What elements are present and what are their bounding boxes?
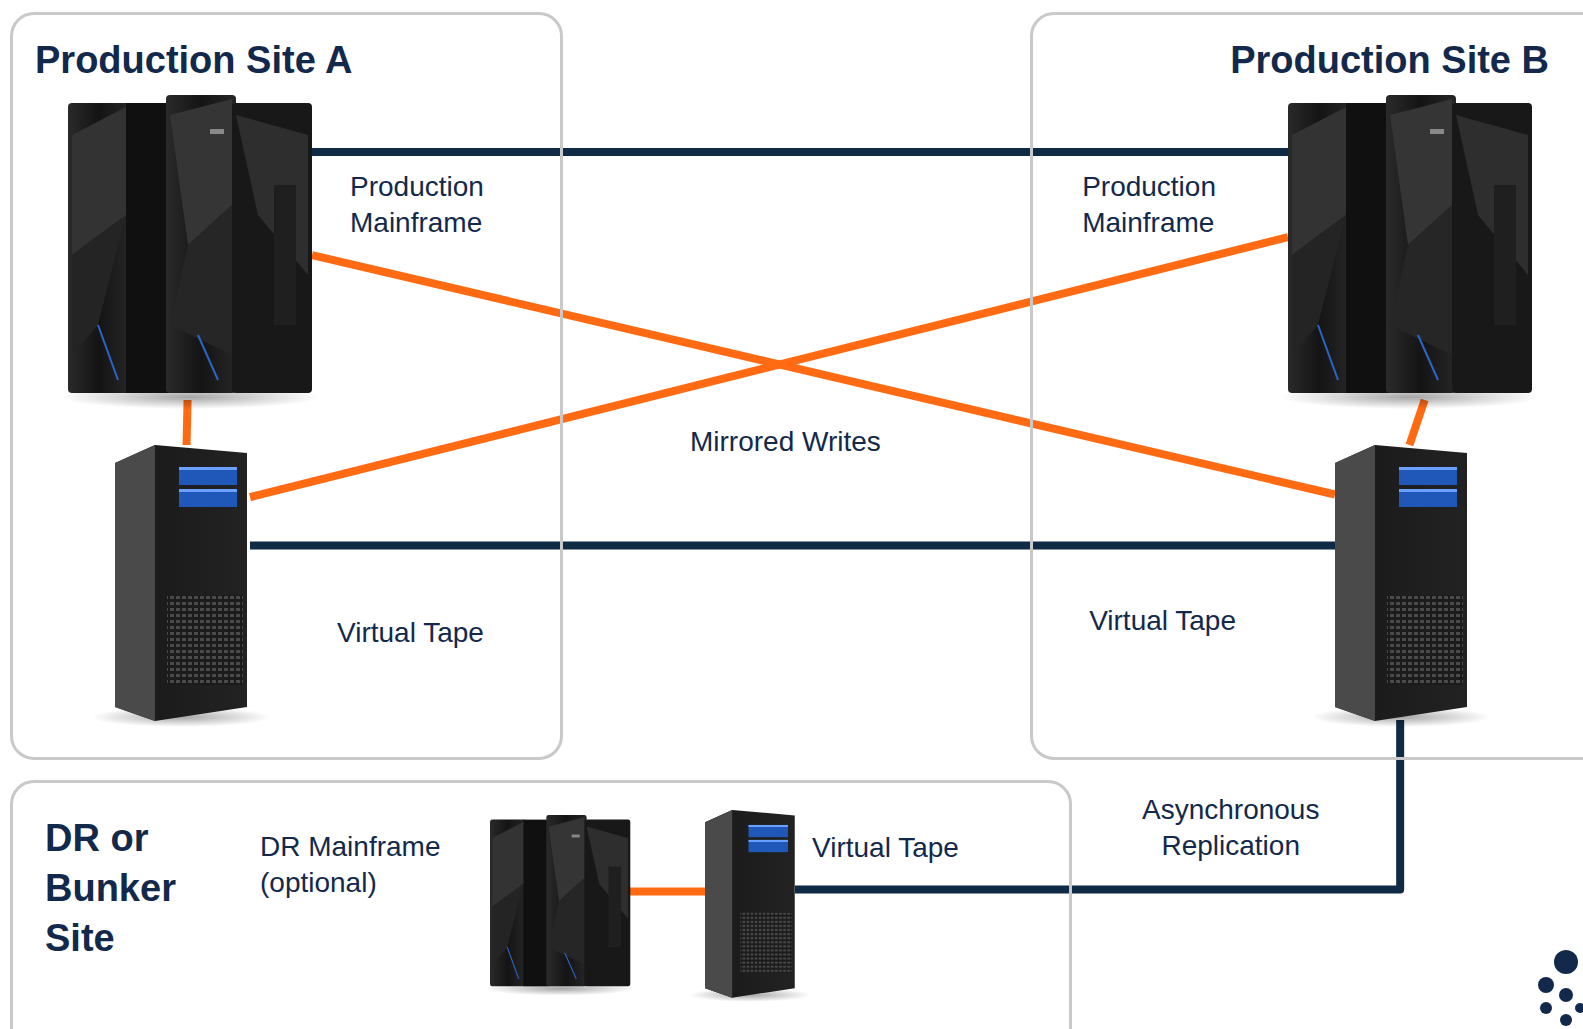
logo-dots (1538, 950, 1583, 1026)
connector-line (630, 887, 705, 895)
virtual-tape-node: Virtual Tape (705, 810, 795, 995)
site-title: DR or Bunker Site (45, 813, 205, 963)
device-label: Virtual Tape (1089, 603, 1236, 639)
device-label: Virtual Tape (337, 615, 484, 651)
connector-line (312, 255, 1335, 494)
mainframe-node: Production Mainframe (1288, 95, 1532, 400)
site-title: Production Site A (35, 35, 352, 85)
site-region: DR or Bunker Site DR Mainframe (optional)… (10, 780, 1072, 1029)
device-label: Virtual Tape (812, 830, 959, 866)
connector-line (250, 541, 1335, 549)
site-region: Production Site A Production MainframeVir… (10, 12, 563, 760)
device-label: DR Mainframe (optional) (260, 829, 472, 902)
virtual-tape-node: Virtual Tape (1335, 445, 1468, 720)
connector-line (795, 720, 1400, 890)
mainframe-node: Production Mainframe (68, 95, 312, 400)
flow-label: Mirrored Writes (686, 424, 885, 460)
device-label: Production Mainframe (350, 169, 484, 242)
virtual-tape-node: Virtual Tape (115, 445, 250, 720)
site-region: Production Site B Production MainframeVir… (1030, 12, 1583, 760)
connector-line (250, 237, 1288, 497)
site-title: Production Site B (1230, 35, 1549, 85)
mainframe-node: DR Mainframe (optional) (490, 815, 630, 985)
connector-label: Asynchronous Replication (1138, 792, 1323, 865)
connector-line (312, 148, 1288, 156)
device-label: Production Mainframe (1082, 169, 1216, 242)
